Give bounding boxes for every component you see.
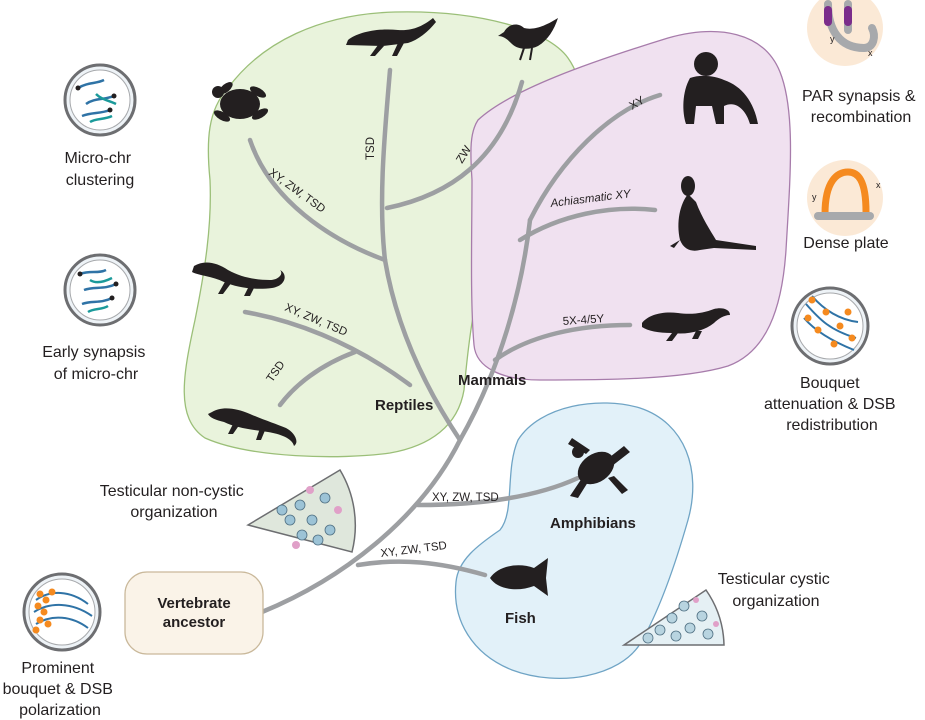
fish-branch — [355, 559, 488, 578]
chromosome-pair-icon: y x — [807, 0, 883, 66]
fish-branch-label: XY, ZW, TSD — [380, 540, 448, 560]
mammal-region — [470, 31, 792, 381]
ape-branch — [527, 92, 663, 223]
amphibians-label: Amphibians — [550, 515, 636, 532]
mammals-label: Mammals — [458, 372, 526, 389]
lizard-icon — [192, 262, 285, 296]
nucleus-icon — [22, 572, 102, 652]
tuatara-icon — [208, 408, 297, 446]
amphibian-region — [454, 402, 694, 680]
frog-icon — [568, 438, 630, 498]
platypus-branch — [492, 322, 633, 363]
platypus-branch-label: 5X-4/5Y — [562, 313, 605, 328]
turtle-icon — [212, 82, 269, 122]
kangaroo-icon — [670, 176, 756, 251]
tuatara-branch — [277, 349, 358, 408]
turtle-branch — [247, 137, 388, 263]
crocodile-icon — [346, 18, 436, 56]
testis-section-icon — [621, 588, 725, 646]
micro-chr-clustering-label: Micro-chr clustering — [64, 150, 135, 189]
amphibian-branch — [415, 475, 581, 508]
prominent-bouquet-label: Prominent bouquet & DSB polarization — [3, 660, 118, 719]
vertebrate-ancestor-box: Vertebrate ancestor — [124, 571, 264, 655]
amphibian-branch-label: XY, ZW, TSD — [432, 492, 499, 504]
nucleus-icon — [63, 63, 137, 137]
testis-section-icon — [246, 468, 357, 553]
chromosome-x-label: x — [876, 180, 881, 190]
par-synapsis-label: PAR synapsis & recombination — [802, 88, 920, 126]
ancestor-label-line2: ancestor — [163, 614, 226, 631]
chromosome-x-label: x — [868, 48, 873, 58]
dense-plate-label: Dense plate — [803, 235, 888, 252]
fish-label: Fish — [505, 610, 536, 627]
testicular-cystic-label: Testicular cystic organization — [718, 571, 834, 610]
bouquet-attenuation-label: Bouquet attenuation & DSB redistribution — [764, 375, 900, 434]
ancestor-label-line1: Vertebrate — [157, 595, 230, 612]
chromosome-y-label: y — [830, 34, 835, 44]
gorilla-icon — [683, 52, 758, 124]
early-synapsis-label: Early synapsis of micro-chr — [42, 344, 150, 383]
reptiles-label: Reptiles — [375, 397, 433, 414]
crocodile-branch-label: TSD — [365, 137, 377, 160]
platypus-icon — [642, 308, 730, 341]
bird-branch — [384, 79, 525, 211]
kangaroo-branch — [517, 206, 658, 243]
bird-icon — [498, 18, 558, 61]
chromosome-pair-icon: y x — [807, 160, 883, 236]
testicular-non-cystic-label: Testicular non-cystic organization — [100, 483, 249, 521]
phylogenetic-tree — [242, 67, 663, 615]
fish-icon — [490, 558, 548, 596]
nucleus-icon — [790, 286, 870, 366]
chromosome-y-label: y — [812, 192, 817, 202]
nucleus-icon — [63, 253, 137, 327]
lizard-branch — [242, 309, 413, 388]
